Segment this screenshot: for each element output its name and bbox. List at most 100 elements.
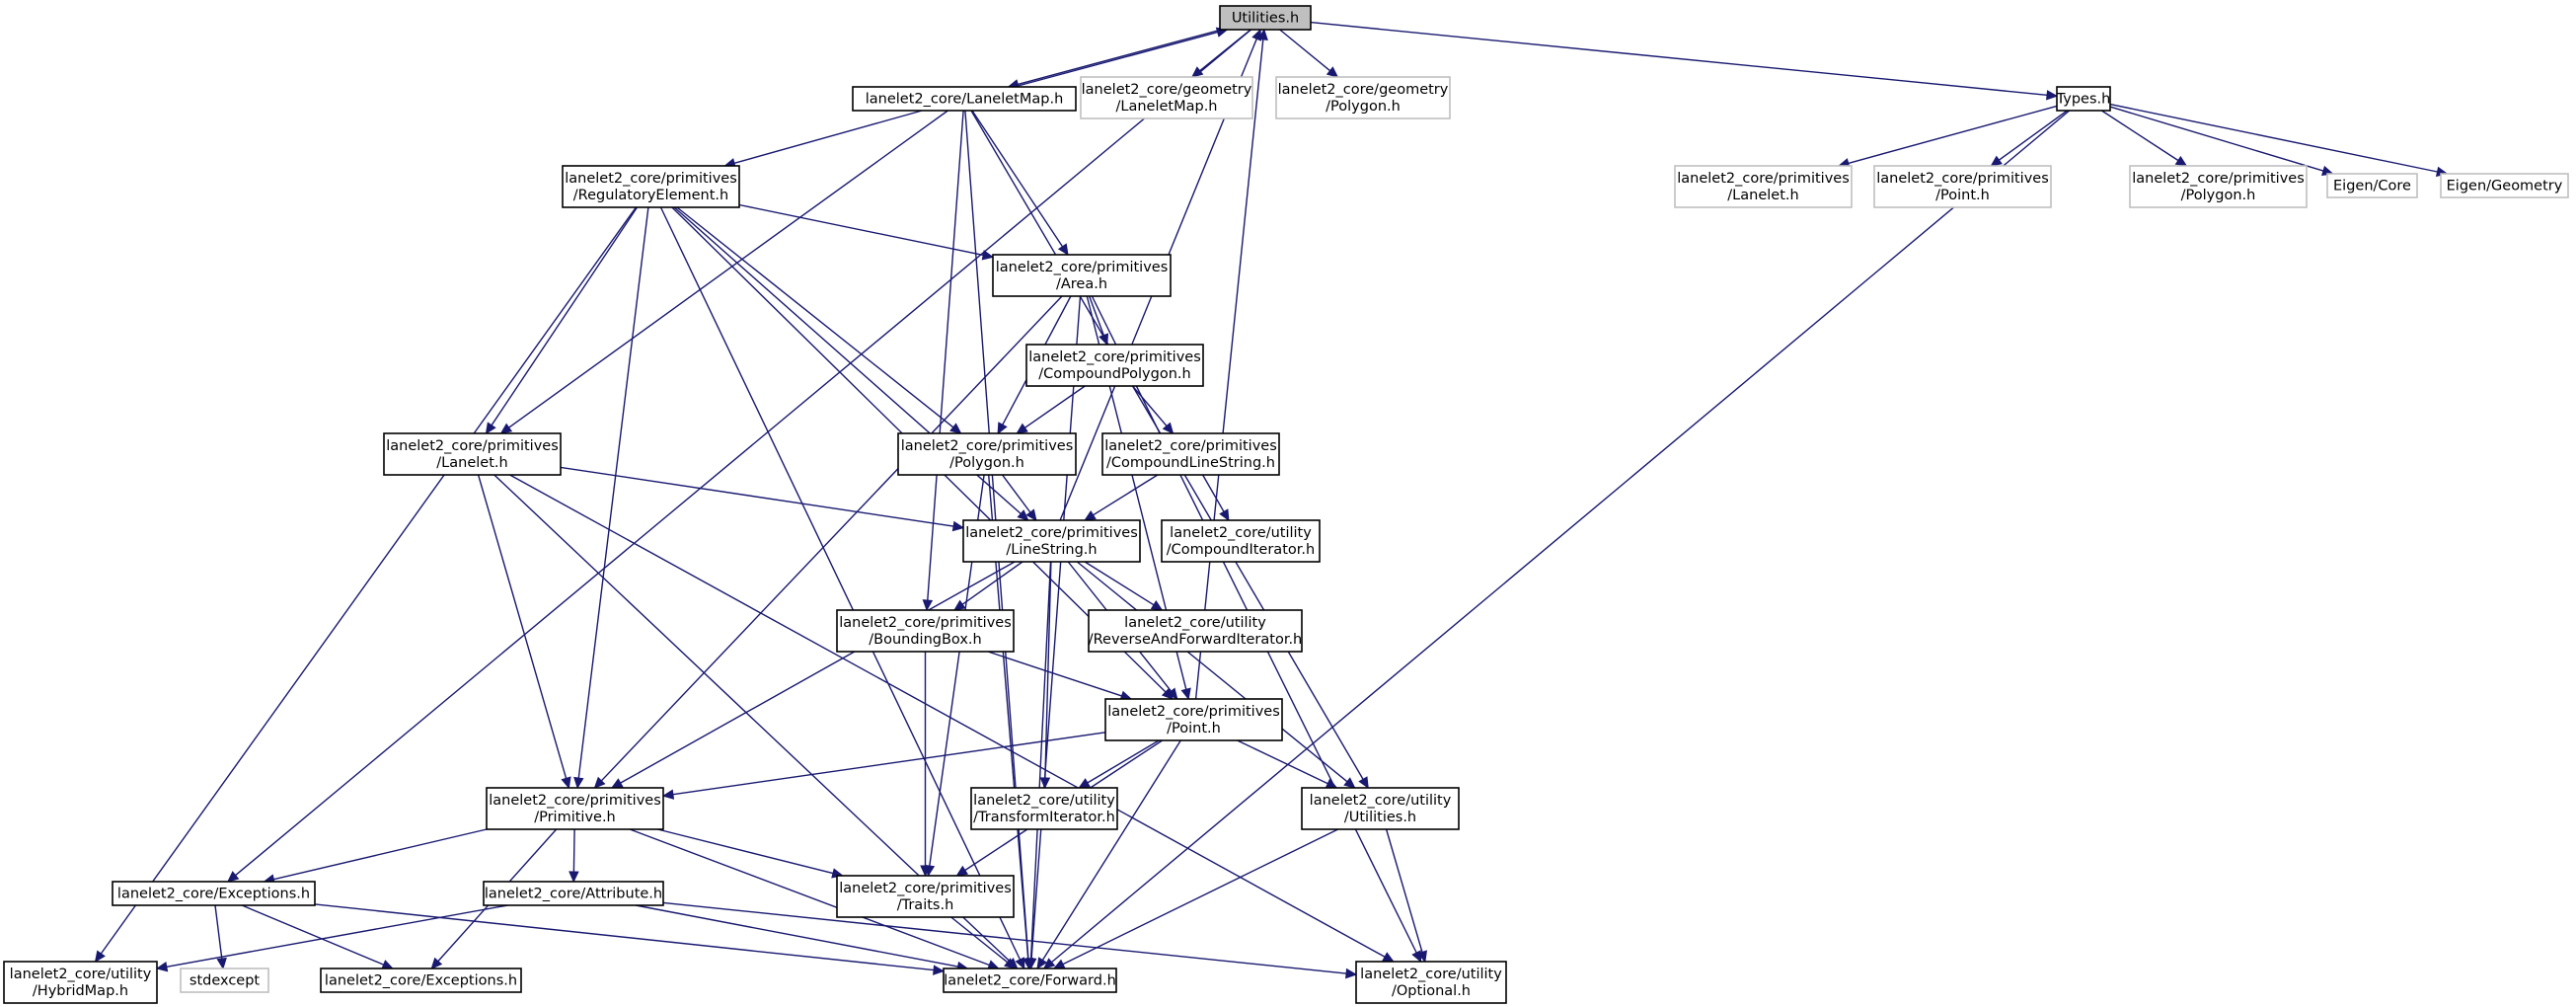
node-exceptions-mid[interactable]: lanelet2_core/Exceptions.h xyxy=(112,881,316,906)
node-label: lanelet2_core/primitives xyxy=(996,260,1169,275)
node-compounditerator[interactable]: lanelet2_core/utility/CompoundIterator.h xyxy=(1161,519,1321,563)
node-polygon[interactable]: lanelet2_core/primitives/Polygon.h xyxy=(897,432,1077,476)
node-transformiter[interactable]: lanelet2_core/utility/TransformIterator.… xyxy=(970,787,1118,830)
node-box xyxy=(970,787,1118,830)
node-label: /TransformIterator.h xyxy=(973,810,1115,825)
node-regelem[interactable]: lanelet2_core/primitives/RegulatoryEleme… xyxy=(562,165,740,208)
node-compoundlinestring[interactable]: lanelet2_core/primitives/CompoundLineStr… xyxy=(1101,432,1280,476)
arrowhead-point-to-transformiter xyxy=(1078,778,1092,789)
node-primitive[interactable]: lanelet2_core/primitives/Primitive.h xyxy=(486,787,664,830)
node-types-polygon: lanelet2_core/primitives/Polygon.h xyxy=(2129,165,2308,208)
node-box xyxy=(1101,432,1280,476)
arrowhead-polygon-to-linestring xyxy=(1025,508,1037,521)
arrowhead-exceptions_mid-to-forward xyxy=(933,965,946,975)
node-label: /BoundingBox.h xyxy=(869,632,981,648)
arrowhead-compoundpolygon-to-polygon xyxy=(1016,423,1028,434)
edge-area-to-forward xyxy=(1030,295,1082,960)
node-boundingbox[interactable]: lanelet2_core/primitives/BoundingBox.h xyxy=(836,609,1015,653)
arrowhead-traits-to-forward xyxy=(1004,958,1017,969)
node-box xyxy=(383,432,562,476)
node-exceptions-bot[interactable]: lanelet2_core/Exceptions.h xyxy=(320,968,522,993)
edge-util_utilities-to-forward xyxy=(1062,828,1339,966)
node-reverseiter[interactable]: lanelet2_core/utility/ReverseAndForwardI… xyxy=(1088,609,1303,653)
node-label: lanelet2_core/primitives xyxy=(565,171,737,187)
edge-area-to-compoundpolygon xyxy=(1089,295,1104,336)
node-compoundpolygon[interactable]: lanelet2_core/primitives/CompoundPolygon… xyxy=(1025,344,1204,387)
arrowhead-point-to-forward xyxy=(1036,957,1048,970)
node-label: /Traits.h xyxy=(897,897,954,913)
node-lanelet[interactable]: lanelet2_core/primitives/Lanelet.h xyxy=(383,432,562,476)
node-point[interactable]: lanelet2_core/primitives/Point.h xyxy=(1104,698,1283,741)
arrowhead-utilities_root-to-exceptions_mid xyxy=(226,871,240,883)
node-label: lanelet2_core/utility xyxy=(10,967,152,982)
arrowhead-util_utilities-to-forward xyxy=(1052,959,1066,969)
edge-attribute-to-hybridmap xyxy=(166,904,508,968)
edge-attribute-to-forward xyxy=(635,904,958,968)
edge-utilities_root-to-laneletmap xyxy=(1018,29,1222,86)
node-label: /Polygon.h xyxy=(1326,99,1401,115)
node-box xyxy=(836,875,1015,918)
node-label: lanelet2_core/primitives xyxy=(489,793,661,809)
node-traits[interactable]: lanelet2_core/primitives/Traits.h xyxy=(836,875,1015,918)
arrowhead-boundingbox-to-traits xyxy=(920,865,931,878)
node-label: Eigen/Core xyxy=(2333,179,2411,194)
edge-boundingbox-to-point xyxy=(987,651,1122,697)
node-box xyxy=(992,254,1172,297)
node-box xyxy=(1301,787,1460,830)
node-label: lanelet2_core/primitives xyxy=(965,525,1138,541)
node-types[interactable]: Types.h xyxy=(2056,86,2111,112)
edge-laneletmap-to-area xyxy=(971,110,1064,248)
node-box xyxy=(1104,698,1283,741)
arrowhead-regelem-to-forward xyxy=(1015,957,1025,970)
node-label: Utilities.h xyxy=(1232,11,1299,27)
arrowhead-point-to-utilities_root xyxy=(1257,28,1268,40)
node-area[interactable]: lanelet2_core/primitives/Area.h xyxy=(992,254,1172,297)
edge-traits-to-forward xyxy=(950,916,1009,964)
node-util-utilities[interactable]: lanelet2_core/utility/Utilities.h xyxy=(1301,787,1460,830)
arrowhead-linestring-to-boundingbox xyxy=(953,599,966,611)
node-forward[interactable]: lanelet2_core/Forward.h xyxy=(943,968,1117,993)
node-geom-laneletmap: lanelet2_core/geometry/LaneletMap.h xyxy=(1080,76,1253,119)
node-label: /Point.h xyxy=(1167,721,1221,736)
arrowhead-area-to-compoundpolygon xyxy=(1099,333,1109,347)
arrowhead-lanelet-to-linestring xyxy=(951,520,965,532)
node-box xyxy=(1025,344,1204,387)
node-label: lanelet2_core/primitives xyxy=(901,438,1074,454)
node-eigen-geometry: Eigen/Geometry xyxy=(2440,173,2569,198)
edge-linestring-to-boundingbox xyxy=(961,561,1023,605)
edge-utilities_root-to-exceptions_mid xyxy=(235,29,1252,877)
arrowhead-linestring-to-util_utilities xyxy=(1343,777,1356,789)
edge-linestring-to-util_utilities xyxy=(1076,561,1348,783)
node-label: lanelet2_core/primitives xyxy=(839,615,1012,631)
node-label: stdexcept xyxy=(189,973,261,989)
arrowhead-regelem-to-polygon xyxy=(949,423,962,434)
node-box xyxy=(3,961,158,1004)
arrowhead-area-to-optional xyxy=(1411,950,1422,964)
edge-compoundlinestring-to-compounditerator xyxy=(1201,474,1225,512)
edge-lanelet-to-primitive xyxy=(477,474,568,779)
arrowhead-primitive-to-exceptions_bot xyxy=(430,957,443,969)
arrowhead-types-to-types_point xyxy=(1990,155,2003,167)
edge-laneletmap-to-regelem xyxy=(733,110,923,164)
edge-exceptions_mid-to-forward xyxy=(314,903,935,971)
node-box xyxy=(2326,173,2418,198)
node-laneletmap[interactable]: lanelet2_core/LaneletMap.h xyxy=(852,86,1077,112)
node-utilities-root[interactable]: Utilities.h xyxy=(1219,5,1312,31)
node-label: /Polygon.h xyxy=(2181,188,2256,203)
node-label: lanelet2_core/Exceptions.h xyxy=(325,973,517,989)
node-geom-polygon: lanelet2_core/geometry/Polygon.h xyxy=(1275,76,1451,119)
arrowhead-linestring-to-primitive xyxy=(610,778,624,789)
node-linestring[interactable]: lanelet2_core/primitives/LineString.h xyxy=(962,519,1141,563)
node-hybridmap[interactable]: lanelet2_core/utility/HybridMap.h xyxy=(3,961,158,1004)
edge-laneletmap-to-lanelet xyxy=(508,110,948,428)
node-label: lanelet2_core/utility xyxy=(1310,793,1452,809)
node-label: lanelet2_core/utility xyxy=(1124,615,1266,631)
edge-util_utilities-to-optional xyxy=(1385,828,1423,953)
arrowhead-area-to-polygon xyxy=(997,422,1008,435)
node-label: /Area.h xyxy=(1056,276,1107,292)
node-label: lanelet2_core/utility xyxy=(973,793,1115,809)
node-attribute[interactable]: lanelet2_core/Attribute.h xyxy=(483,881,664,906)
node-optional[interactable]: lanelet2_core/utility/Optional.h xyxy=(1355,961,1507,1004)
edge-regelem-to-primitive xyxy=(577,206,649,779)
